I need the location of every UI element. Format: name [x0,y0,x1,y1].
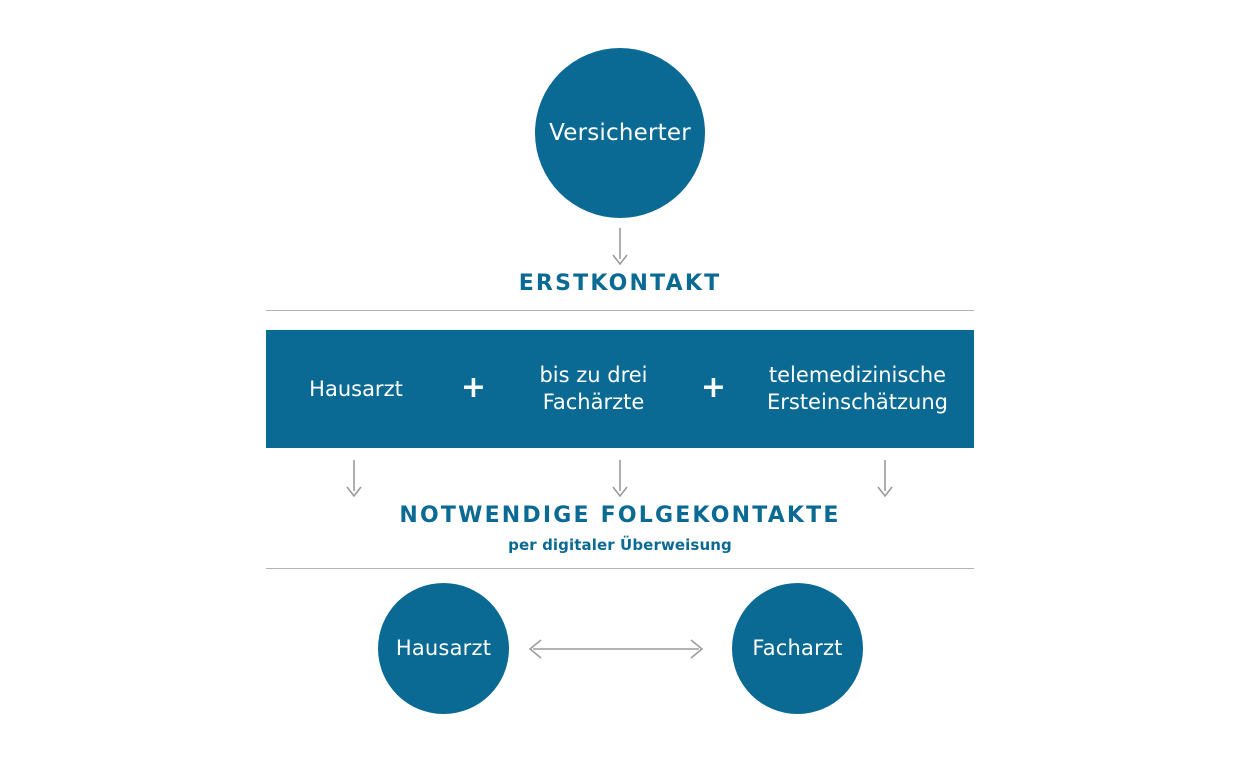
bar-cell-hausarzt-label: Hausarzt [309,376,403,401]
bar-cell-hausarzt: Hausarzt [266,330,446,448]
node-hausarzt: Hausarzt [378,583,509,714]
bar-cell-telemedizin: telemedizinische Ersteinschätzung [741,330,974,448]
node-hausarzt-label: Hausarzt [395,636,492,660]
section-heading-folgekontakte: NOTWENDIGE FOLGEKONTAKTE [399,503,841,528]
bar-cell-fachaerzte-line2: Fachärzte [542,390,645,414]
bar-cell-fachaerzte-label: bis zu drei Fachärzte [539,362,647,416]
bar-plus-separator-1: + [460,370,487,405]
bar-cell-fachaerzte: bis zu drei Fachärzte [501,330,686,448]
divider-bottom [266,568,974,569]
node-versicherter: Versicherter [535,48,705,218]
bar-plus-separator-2: + [700,370,727,405]
arrow-down-icon-column-3 [877,460,893,498]
bar-cell-telemedizin-line2: Ersteinschätzung [766,390,948,414]
bar-cell-telemedizin-line1: telemedizinische [768,363,947,388]
arrow-bidirectional-icon [528,639,704,659]
bar-cell-telemedizin-label: telemedizinische Ersteinschätzung [767,362,948,416]
arrow-down-icon [612,228,628,266]
section-subheading-folgekontakte: per digitaler Überweisung [508,536,732,554]
arrow-down-icon-column-2 [612,460,628,498]
erstkontakt-bar: Hausarzt + bis zu drei Fachärzte + telem… [266,330,974,448]
node-versicherter-label: Versicherter [549,119,691,146]
bar-cell-fachaerzte-line1: bis zu drei [539,363,648,388]
node-facharzt: Facharzt [732,583,863,714]
divider-top [266,310,974,311]
node-facharzt-label: Facharzt [752,636,843,660]
section-heading-erstkontakt: ERSTKONTAKT [518,271,722,296]
arrow-down-icon-column-1 [346,460,362,498]
